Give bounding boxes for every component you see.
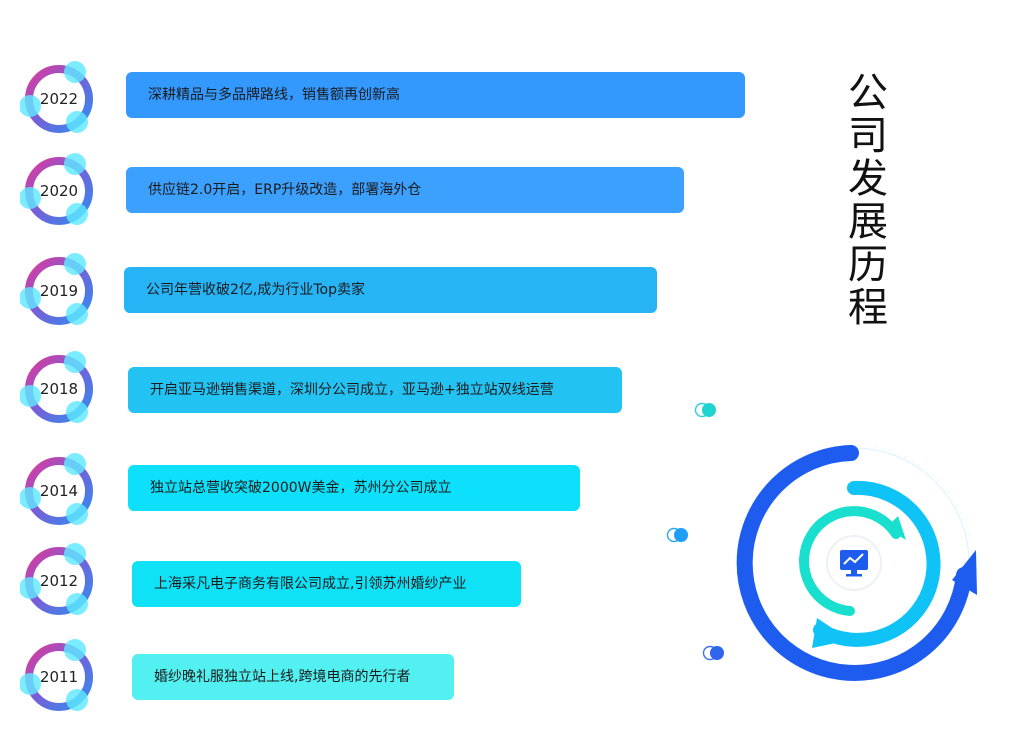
year-label: 2014 bbox=[39, 482, 79, 500]
title-char: 公 bbox=[848, 70, 888, 116]
ring-bubble bbox=[20, 187, 41, 209]
ring-bubble bbox=[20, 577, 41, 599]
ring-bubble bbox=[64, 253, 86, 275]
inner-arc bbox=[799, 506, 901, 616]
year-badge: 2012 bbox=[20, 542, 98, 620]
decorative-dot-icon bbox=[666, 527, 688, 543]
ring-bubble bbox=[64, 453, 86, 475]
ring-bubble bbox=[64, 639, 86, 661]
ring-bubble bbox=[20, 95, 41, 117]
year-badge: 2019 bbox=[20, 252, 98, 330]
decorative-dot-icon bbox=[694, 402, 716, 418]
title-char: 程 bbox=[848, 285, 888, 331]
year-badge: 2020 bbox=[20, 152, 98, 230]
ring-bubble bbox=[66, 401, 88, 423]
milestone-row: 2011 婚纱晚礼服独立站上线,跨境电商的先行者 bbox=[0, 638, 760, 718]
milestone-text: 上海采凡电子商务有限公司成立,引领苏州婚纱产业 bbox=[154, 576, 467, 592]
milestone-bar: 婚纱晚礼服独立站上线,跨境电商的先行者 bbox=[132, 654, 454, 700]
milestone-text: 独立站总营收突破2000W美金，苏州分公司成立 bbox=[150, 480, 452, 496]
year-label: 2020 bbox=[39, 182, 79, 200]
year-label: 2019 bbox=[39, 282, 79, 300]
milestone-row: 2022 深耕精品与多品牌路线，销售额再创新高 bbox=[0, 60, 760, 140]
page-title: 公 司 发 展 历 程 bbox=[842, 72, 894, 330]
year-badge: 2011 bbox=[20, 638, 98, 716]
ring-bubble bbox=[64, 153, 86, 175]
milestone-row: 2014 独立站总营收突破2000W美金，苏州分公司成立 bbox=[0, 452, 760, 532]
ring-bubble bbox=[66, 593, 88, 615]
ring-icon bbox=[20, 453, 93, 525]
milestone-bar: 深耕精品与多品牌路线，销售额再创新高 bbox=[126, 72, 745, 118]
ring-bubble bbox=[64, 543, 86, 565]
year-label: 2011 bbox=[39, 668, 79, 686]
ring-bubble bbox=[66, 303, 88, 325]
year-label: 2012 bbox=[39, 572, 79, 590]
year-label: 2022 bbox=[39, 90, 79, 108]
ring-icon bbox=[20, 351, 93, 423]
decorative-dot-icon bbox=[702, 645, 724, 661]
milestone-text: 开启亚马逊销售渠道，深圳分公司成立，亚马逊+独立站双线运营 bbox=[150, 382, 554, 398]
ring-icon bbox=[20, 639, 93, 711]
monitor-chart-icon bbox=[840, 550, 868, 577]
milestone-bar: 独立站总营收突破2000W美金，苏州分公司成立 bbox=[128, 465, 580, 511]
title-char: 历 bbox=[848, 242, 888, 288]
ring-bubble bbox=[20, 385, 41, 407]
milestone-text: 婚纱晚礼服独立站上线,跨境电商的先行者 bbox=[154, 669, 411, 685]
milestone-text: 公司年营收破2亿,成为行业Top卖家 bbox=[146, 282, 365, 298]
title-char: 展 bbox=[848, 199, 888, 245]
year-badge: 2014 bbox=[20, 452, 98, 530]
ring-icon bbox=[20, 153, 93, 225]
milestone-bar: 开启亚马逊销售渠道，深圳分公司成立，亚马逊+独立站双线运营 bbox=[128, 367, 622, 413]
ring-bubble bbox=[64, 61, 86, 83]
ring-bubble bbox=[64, 351, 86, 373]
year-badge: 2022 bbox=[20, 60, 98, 138]
ring-bubble bbox=[20, 287, 41, 309]
milestone-bar: 公司年营收破2亿,成为行业Top卖家 bbox=[124, 267, 657, 313]
milestone-text: 供应链2.0开启，ERP升级改造，部署海外仓 bbox=[148, 182, 422, 198]
ring-bubble bbox=[66, 503, 88, 525]
outer-arc bbox=[736, 445, 972, 681]
middle-arrow-head bbox=[812, 618, 850, 648]
milestone-row: 2018 开启亚马逊销售渠道，深圳分公司成立，亚马逊+独立站双线运营 bbox=[0, 350, 760, 430]
milestone-row: 2020 供应链2.0开启，ERP升级改造，部署海外仓 bbox=[0, 152, 760, 232]
inner-arrow-head bbox=[886, 516, 906, 540]
milestone-row: 2019 公司年营收破2亿,成为行业Top卖家 bbox=[0, 252, 760, 332]
ring-bubble bbox=[20, 673, 41, 695]
milestone-bar: 上海采凡电子商务有限公司成立,引领苏州婚纱产业 bbox=[132, 561, 521, 607]
title-char: 发 bbox=[848, 156, 888, 202]
outer-arrow-head bbox=[952, 550, 977, 595]
year-label: 2018 bbox=[39, 380, 79, 398]
milestone-bar: 供应链2.0开启，ERP升级改造，部署海外仓 bbox=[126, 167, 684, 213]
ring-bubble bbox=[66, 689, 88, 711]
middle-arc bbox=[813, 480, 941, 647]
ring-bubble bbox=[20, 487, 41, 509]
ring-bubble bbox=[66, 111, 88, 133]
ring-icon bbox=[20, 543, 93, 615]
circular-arrows-emblem bbox=[735, 444, 977, 682]
milestone-text: 深耕精品与多品牌路线，销售额再创新高 bbox=[148, 87, 400, 103]
ring-icon bbox=[20, 61, 93, 133]
year-badge: 2018 bbox=[20, 350, 98, 428]
ring-icon bbox=[20, 253, 93, 325]
title-char: 司 bbox=[848, 113, 888, 159]
milestone-row: 2012 上海采凡电子商务有限公司成立,引领苏州婚纱产业 bbox=[0, 542, 760, 622]
ring-bubble bbox=[66, 203, 88, 225]
